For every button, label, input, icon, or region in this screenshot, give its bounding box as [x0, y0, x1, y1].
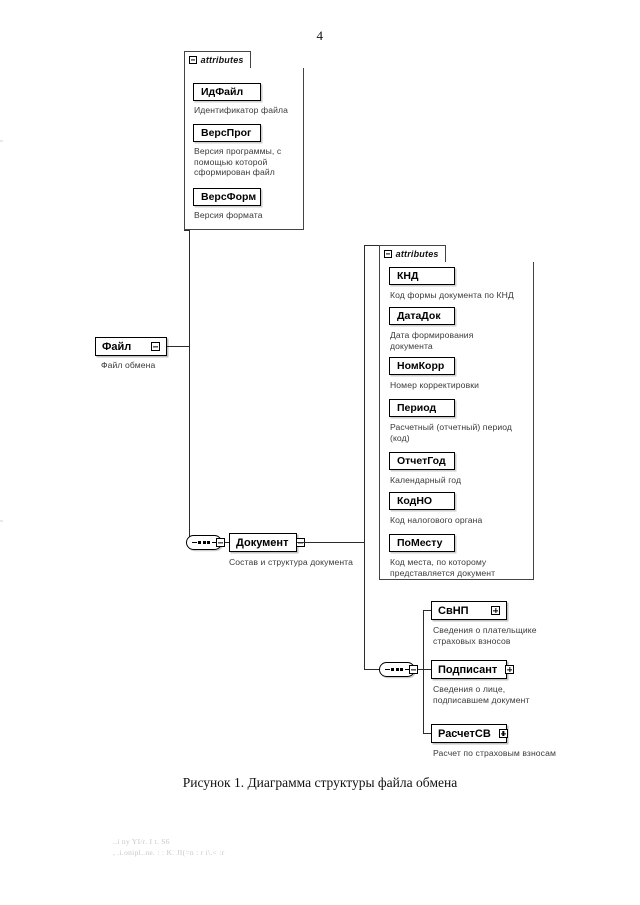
attribute-label: НомКорр	[397, 360, 445, 372]
attribute-datadok-description: Дата формирования документа	[390, 330, 474, 351]
attribute-datadok[interactable]: ДатаДок	[389, 307, 455, 325]
node-label: Файл	[102, 340, 132, 353]
node-label: Документ	[236, 536, 289, 549]
attribute-pomestu[interactable]: ПоМесту	[389, 534, 455, 552]
figure-caption: Рисунок 1. Диаграмма структуры файла обм…	[182, 775, 458, 790]
scan-edge-mark	[0, 520, 3, 522]
attribute-knd[interactable]: КНД	[389, 267, 455, 285]
scan-edge-mark	[0, 140, 3, 142]
node-fail[interactable]: Файл	[95, 337, 167, 356]
attribute-otchetgod[interactable]: ОтчетГод	[389, 452, 455, 470]
connector-document-trunk-up	[364, 245, 365, 543]
attribute-versform[interactable]: ВерсФорм	[193, 188, 261, 206]
connector-document-trunk-down	[364, 542, 365, 670]
collapse-icon[interactable]	[383, 250, 392, 258]
attribute-nomkorr[interactable]: НомКорр	[389, 357, 455, 375]
connector-document-attrs-join	[364, 245, 380, 246]
node-label: РасчетСВ	[438, 727, 491, 740]
attribute-label: ПоМесту	[397, 537, 443, 549]
attribute-otchetgod-description: Календарный год	[390, 475, 462, 485]
node-raschetsv-description: Расчет по страховым взносам	[433, 748, 556, 758]
attribute-label: ВерсФорм	[201, 191, 257, 203]
attribute-label: ОтчетГод	[397, 455, 446, 467]
node-label: Подписант	[438, 663, 498, 676]
connector-children-seq-right	[415, 669, 424, 670]
attribute-label: КНД	[397, 270, 419, 282]
node-dokument[interactable]: Документ	[229, 533, 306, 552]
attribute-label: Период	[397, 402, 437, 414]
connector-attrs-panel-join	[184, 230, 190, 231]
attribute-knd-description: Код формы документа по КНД	[390, 290, 514, 300]
attribute-label: ИдФайл	[201, 86, 244, 98]
attribute-versprog[interactable]: ВерсПрог	[193, 124, 261, 142]
connector-document-children-join	[364, 669, 380, 670]
connector-to-raschetsv	[423, 733, 432, 734]
connector-fail-trunk	[189, 346, 190, 543]
attribute-label: ДатаДок	[397, 310, 441, 322]
connector-document-right	[297, 542, 365, 543]
connector-seq-to-document	[222, 542, 230, 543]
plus-icon[interactable]	[505, 665, 515, 674]
plus-icon[interactable]	[491, 606, 500, 615]
attributes-panel-header[interactable]: attributes	[378, 245, 446, 262]
attribute-kodno-description: Код налогового органа	[390, 515, 483, 525]
collapse-icon[interactable]	[188, 56, 197, 64]
connector-to-svnp	[423, 610, 432, 611]
sequence-icon	[191, 541, 217, 544]
attribute-period[interactable]: Период	[389, 399, 455, 417]
connector-fail-right	[167, 346, 190, 347]
attribute-idfail-description: Идентификатор файла	[194, 105, 288, 115]
node-podpisant-description: Сведения о лице, подписавшем документ	[433, 684, 530, 705]
attribute-versform-description: Версия формата	[194, 210, 263, 220]
document-branch-minus-icon[interactable]	[216, 538, 225, 547]
scan-footer-artifact: ..i ny YI/r. I t. S6 , .i.onipl..ne. : :…	[113, 837, 225, 857]
attribute-period-description: Расчетный (отчетный) период (код)	[390, 422, 513, 443]
attribute-nomkorr-description: Номер корректировки	[390, 380, 479, 390]
plus-icon[interactable]	[498, 729, 508, 738]
attributes-panel-title: attributes	[200, 55, 244, 65]
children-branch-minus-icon[interactable]	[409, 665, 418, 674]
page-number: 4	[316, 28, 324, 43]
attribute-label: КодНО	[397, 495, 433, 507]
attributes-panel-title: attributes	[395, 249, 439, 259]
node-podpisant[interactable]: Подписант	[431, 660, 515, 679]
connector-fail-attrs	[189, 230, 190, 347]
node-svnp-description: Сведения о плательщике страховых взносов	[433, 625, 537, 646]
attribute-kodno[interactable]: КодНО	[389, 492, 455, 510]
node-label: СвНП	[438, 604, 469, 617]
connector-to-podpisant	[423, 669, 432, 670]
attribute-idfail[interactable]: ИдФайл	[193, 83, 261, 101]
attribute-versprog-description: Версия программы, с помощью которой сфор…	[194, 146, 282, 177]
node-dokument-description: Состав и структура документа	[229, 557, 353, 567]
connector-children-bus	[423, 610, 424, 734]
attributes-panel-header[interactable]: attributes	[183, 51, 251, 68]
sequence-icon	[384, 668, 410, 671]
attribute-label: ВерсПрог	[201, 127, 252, 139]
attribute-pomestu-description: Код места, по которому представляется до…	[390, 557, 496, 578]
node-raschetsv[interactable]: РасчетСВ	[431, 724, 508, 743]
node-svnp[interactable]: СвНП	[431, 601, 507, 620]
minus-icon[interactable]	[151, 342, 160, 351]
node-fail-description: Файл обмена	[101, 360, 156, 370]
